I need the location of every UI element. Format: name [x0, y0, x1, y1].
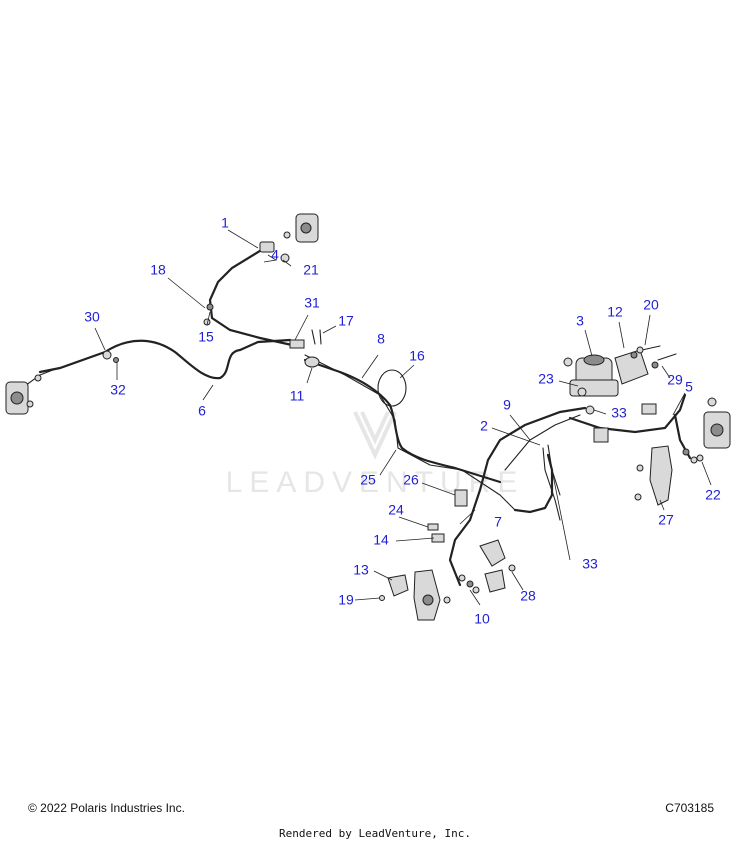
brake-line-5[interactable]	[568, 393, 687, 434]
callout-4[interactable]: 4	[271, 247, 279, 263]
bolt-20[interactable]	[636, 345, 661, 354]
callout-17[interactable]: 17	[338, 313, 354, 329]
callout-11[interactable]: 11	[290, 388, 305, 404]
clamp-11[interactable]	[304, 356, 320, 368]
callout-33a[interactable]: 33	[611, 405, 627, 421]
rear-caliper-28[interactable]	[479, 539, 516, 593]
upper-caliper[interactable]	[280, 213, 319, 263]
bracket-9[interactable]	[593, 403, 657, 443]
callouts: 1 2 3 4 5 6 7 8 9 10 11 12 13 14 15 16 1…	[84, 215, 721, 627]
callout-24[interactable]: 24	[388, 502, 404, 518]
callout-14[interactable]: 14	[373, 532, 389, 548]
fitting-18[interactable]	[206, 303, 214, 311]
brake-line-33[interactable]	[542, 447, 561, 521]
components	[5, 213, 731, 621]
washers-22[interactable]	[682, 448, 698, 464]
reservoir-12[interactable]	[614, 349, 649, 385]
drawing-number: C703185	[665, 801, 714, 815]
brake-line-8[interactable]	[303, 358, 502, 484]
left-front-caliper[interactable]	[5, 374, 42, 415]
callout-30[interactable]: 30	[84, 309, 100, 325]
washer-33[interactable]	[585, 405, 595, 415]
callout-15[interactable]: 15	[198, 329, 214, 345]
callout-3[interactable]: 3	[576, 313, 584, 329]
callout-27[interactable]: 27	[658, 512, 674, 528]
rear-caliper-13[interactable]	[379, 569, 451, 621]
brake-line-4[interactable]	[208, 244, 294, 347]
bracket-30[interactable]	[102, 350, 119, 363]
callout-31[interactable]: 31	[304, 295, 320, 311]
clip-24[interactable]	[427, 523, 439, 531]
callout-25[interactable]: 25	[360, 472, 376, 488]
callout-5[interactable]: 5	[685, 379, 693, 395]
brake-line-25[interactable]	[304, 354, 516, 511]
callout-26[interactable]: 26	[403, 472, 419, 488]
bolt-29[interactable]	[651, 353, 677, 369]
callout-20[interactable]: 20	[643, 297, 659, 313]
callout-8[interactable]: 8	[377, 331, 385, 347]
callout-9[interactable]: 9	[503, 397, 511, 413]
leader-lines	[94, 229, 712, 606]
callout-23[interactable]: 23	[538, 371, 554, 387]
callout-21[interactable]: 21	[303, 262, 319, 278]
junction-block-26[interactable]	[454, 489, 468, 507]
callout-2[interactable]: 2	[480, 418, 488, 434]
callout-29[interactable]: 29	[667, 372, 683, 388]
clip-17[interactable]	[311, 329, 322, 345]
callout-13[interactable]: 13	[353, 562, 369, 578]
callout-10[interactable]: 10	[474, 611, 490, 627]
callout-28[interactable]: 28	[520, 588, 536, 604]
callout-16[interactable]: 16	[409, 348, 425, 364]
bracket-27[interactable]	[634, 445, 673, 506]
callout-1[interactable]: 1	[221, 215, 229, 231]
callout-12[interactable]: 12	[607, 304, 623, 320]
brake-line-2[interactable]	[448, 406, 587, 587]
fittings-10[interactable]	[458, 574, 480, 594]
brake-line-6[interactable]	[38, 338, 292, 380]
callout-6[interactable]: 6	[198, 403, 206, 419]
fitting-1[interactable]	[259, 241, 275, 253]
copyright-text: © 2022 Polaris Industries Inc.	[28, 801, 185, 815]
clamp-31[interactable]	[289, 339, 305, 349]
callout-33b[interactable]: 33	[582, 556, 598, 572]
master-cylinder-3[interactable]	[563, 354, 619, 397]
callout-19[interactable]: 19	[338, 592, 354, 608]
hose-16[interactable]	[377, 369, 407, 407]
rendered-by-text: Rendered by LeadVenture, Inc.	[278, 827, 472, 840]
right-caliper[interactable]	[696, 397, 731, 462]
callout-22[interactable]: 22	[705, 487, 721, 503]
callout-7[interactable]: 7	[494, 514, 502, 530]
clip-23[interactable]	[577, 387, 587, 397]
callout-32[interactable]: 32	[110, 382, 126, 398]
callout-18[interactable]: 18	[150, 262, 166, 278]
